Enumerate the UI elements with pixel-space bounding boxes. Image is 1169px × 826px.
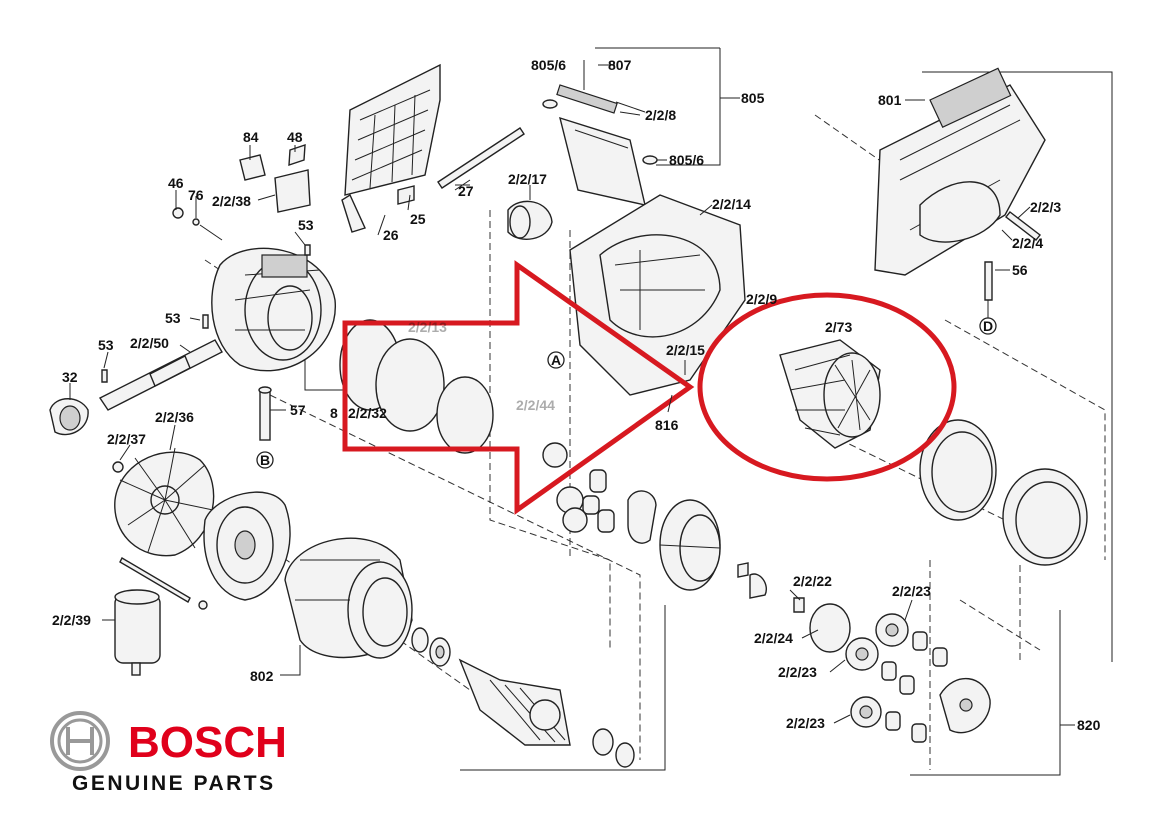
motor-end-shield (203, 491, 291, 601)
callout-2-2-37: 2/2/37 (107, 431, 146, 447)
frame-820 (910, 610, 1061, 776)
callout-53-b: 53 (165, 310, 181, 326)
dash-center (489, 210, 611, 650)
callout-2-2-13: 2/2/13 (408, 319, 447, 335)
dash-motor (269, 394, 641, 760)
armature (458, 658, 635, 768)
callout-805-6-mid: 805/6 (669, 152, 704, 168)
housing-801 (874, 67, 1046, 318)
callout-2-2-22: 2/2/22 (793, 573, 832, 589)
louver-cover (341, 63, 441, 233)
callout-2-2-23-c: 2/2/23 (786, 715, 825, 731)
highlight-circle (697, 292, 957, 482)
frame-805 (656, 48, 721, 166)
internal-ring-gear (659, 499, 767, 599)
brand-name: BOSCH (128, 718, 287, 767)
marker-D-label: D (983, 318, 993, 334)
long-bolt (119, 557, 208, 610)
callout-53-a: 53 (298, 217, 314, 233)
callout-25: 25 (410, 211, 426, 227)
callout-2-2-23-a: 2/2/23 (892, 583, 931, 599)
center-gears (542, 442, 657, 544)
callout-2-2-14: 2/2/14 (712, 196, 751, 212)
bosch-logo: BOSCH GENUINE PARTS (50, 711, 287, 795)
callout-2-2-23-b: 2/2/23 (778, 664, 817, 680)
callout-46: 46 (168, 175, 184, 191)
stator (284, 537, 413, 659)
callout-816: 816 (655, 417, 679, 433)
callout-53-c: 53 (98, 337, 114, 353)
right-rings (919, 419, 1088, 566)
callout-801: 801 (878, 92, 902, 108)
marker-A: A (547, 351, 565, 369)
callout-48: 48 (287, 129, 303, 145)
callout-76: 76 (188, 187, 204, 203)
callout-2-2-15: 2/2/15 (666, 342, 705, 358)
bosch-armature-logo-icon (50, 711, 110, 771)
brand-tagline: GENUINE PARTS (72, 772, 276, 795)
leader-lines (69, 64, 1075, 726)
callout-2-2-39: 2/2/39 (52, 612, 91, 628)
frame-802 (460, 605, 666, 771)
callout-2-2-17: 2/2/17 (508, 171, 547, 187)
marker-A-label: A (551, 352, 561, 368)
callout-2-2-50: 2/2/50 (130, 335, 169, 351)
callout-807: 807 (608, 57, 632, 73)
disc-2-2-24 (793, 597, 851, 653)
highlight-arrow (342, 260, 695, 515)
callout-2-2-9: 2/2/9 (746, 291, 777, 307)
callout-56: 56 (1012, 262, 1028, 278)
ring-gear-left (339, 319, 494, 454)
callout-27: 27 (458, 183, 474, 199)
bearings (411, 627, 451, 667)
callout-8: 8 (330, 405, 338, 421)
callout-2-2-32: 2/2/32 (348, 405, 387, 421)
callout-2-2-44: 2/2/44 (516, 397, 555, 413)
capacitor (114, 589, 161, 676)
shaft (49, 339, 223, 436)
callout-2-2-3: 2/2/3 (1030, 199, 1061, 215)
callout-2-2-36: 2/2/36 (155, 409, 194, 425)
gear-housing (507, 194, 746, 396)
marker-D: D (979, 317, 997, 335)
callout-26: 26 (383, 227, 399, 243)
callout-57: 57 (290, 402, 306, 418)
fan-2-2-36 (112, 447, 215, 557)
marker-B-label: B (260, 452, 270, 468)
brush-holder-assembly (101, 144, 336, 383)
callout-2-73: 2/73 (825, 319, 852, 335)
callout-802: 802 (250, 668, 274, 684)
callout-2-2-8: 2/2/8 (645, 107, 676, 123)
callout-32: 32 (62, 369, 78, 385)
callout-805: 805 (741, 90, 765, 106)
plate-805 (542, 60, 667, 206)
planet-gears (845, 613, 991, 743)
callout-labels: 805/6 807 805 2/2/8 805/6 801 84 48 46 7… (52, 57, 1101, 733)
callout-820: 820 (1077, 717, 1101, 733)
callout-2-2-24: 2/2/24 (754, 630, 793, 646)
callout-805-6-top: 805/6 (531, 57, 566, 73)
pin-57 (258, 386, 272, 441)
dash-planet (959, 599, 1041, 651)
frame-801 (922, 71, 1113, 662)
marker-B: B (256, 451, 274, 469)
callout-2-2-4: 2/2/4 (1012, 235, 1043, 251)
dash-right (944, 319, 1106, 560)
callout-84: 84 (243, 129, 259, 145)
callout-2-2-38: 2/2/38 (212, 193, 251, 209)
impeller-2-73 (779, 339, 881, 449)
